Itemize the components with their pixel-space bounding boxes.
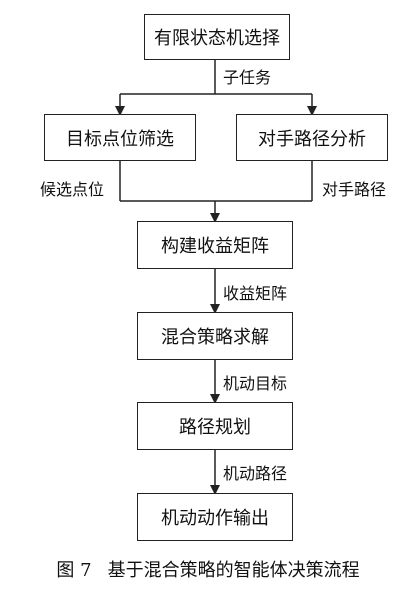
figure-title: 基于混合策略的智能体决策流程: [107, 560, 360, 581]
node-opponent-path: 对手路径分析: [236, 114, 388, 161]
edge-label-candidate-points: 候选点位: [40, 180, 105, 199]
node-path-planning: 路径规划: [137, 402, 293, 450]
edge-label-opponent-route: 对手路径: [322, 180, 387, 199]
edge-label-payoff-matrix: 收益矩阵: [223, 284, 288, 303]
edge-label-subtask: 子任务: [223, 68, 272, 87]
node-target-filter: 目标点位筛选: [44, 114, 196, 161]
node-payoff-matrix: 构建收益矩阵: [137, 221, 293, 269]
node-fsm-selection: 有限状态机选择: [144, 14, 290, 60]
edge-label-maneuver-target: 机动目标: [223, 374, 288, 393]
edge-label-maneuver-path: 机动路径: [223, 464, 288, 483]
figure-number: 图 7: [56, 560, 92, 581]
figure-caption: 图 7 基于混合策略的智能体决策流程: [0, 556, 416, 582]
node-mixed-strategy: 混合策略求解: [137, 312, 293, 360]
node-maneuver-output: 机动动作输出: [137, 493, 293, 541]
